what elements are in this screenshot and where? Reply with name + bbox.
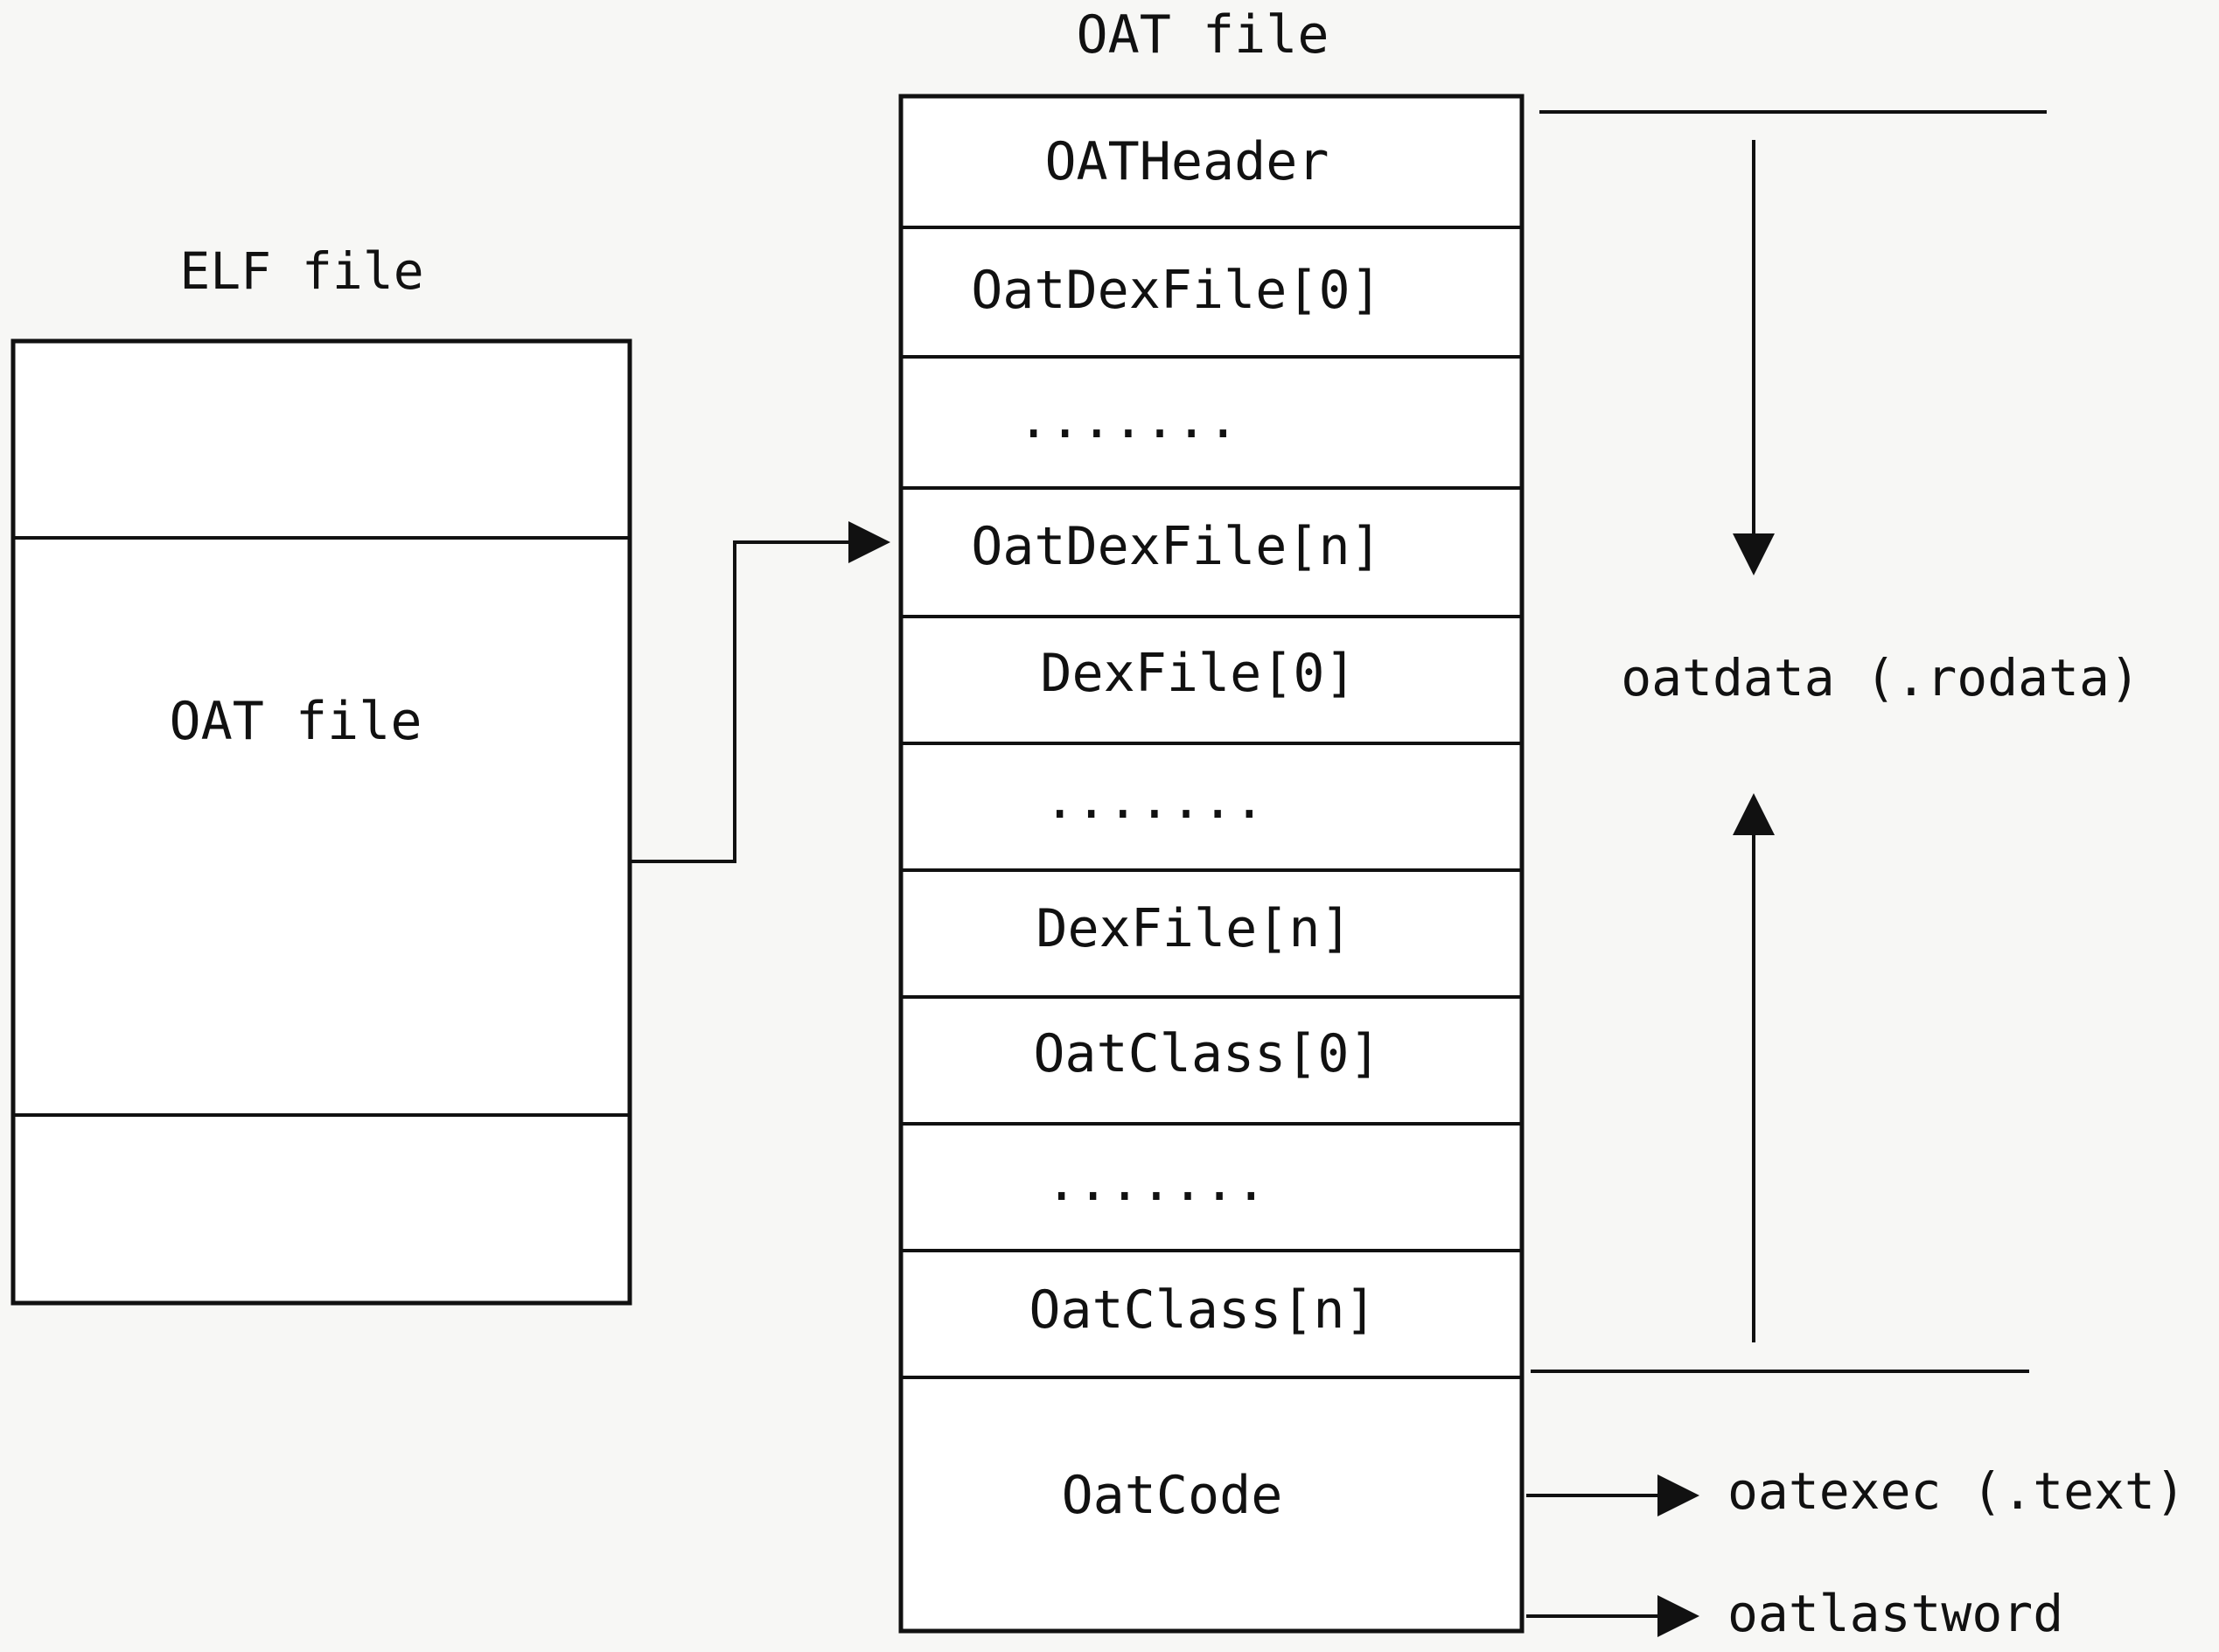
elf-outline: [10, 338, 632, 1306]
oatdata-label: oatdata (.rodata): [1621, 648, 2140, 708]
oat-section-oatheader: OATHeader: [1044, 131, 1329, 192]
elf-to-oat-arrow: [630, 521, 890, 863]
oat-section-oatdexfile-0: OatDexFile[0]: [971, 260, 1382, 321]
oat-section-oatclass-0: OatClass[0]: [1033, 1023, 1380, 1084]
oat-file-box: OATHeader OatDexFile[0] ....... OatDexFi…: [898, 94, 1525, 1634]
oat-section-dexfile-n: DexFile[n]: [1036, 898, 1351, 959]
oat-section-dexfile-0: DexFile[0]: [1040, 643, 1356, 704]
oatlastword-label: oatlastword: [1727, 1584, 2063, 1643]
oat-section-oatcode: OatCode: [1062, 1465, 1283, 1526]
oat-title: OAT file: [1077, 4, 1329, 66]
oat-section-oatclass-n: OatClass[n]: [1029, 1279, 1376, 1341]
elf-title: ELF file: [179, 241, 423, 301]
elf-file-box: OAT file: [10, 338, 632, 1306]
oat-section-oatdexfile-n: OatDexFile[n]: [971, 516, 1382, 577]
oat-section-ellipsis-3: .......: [1046, 1152, 1267, 1213]
oat-section-ellipsis-2: .......: [1044, 770, 1266, 831]
oatexec-label: oatexec (.text): [1727, 1461, 2186, 1521]
elf-oat-section-label: OAT file: [170, 691, 422, 752]
oat-section-ellipsis-1: .......: [1018, 389, 1239, 450]
oat-outline: [898, 94, 1525, 1634]
